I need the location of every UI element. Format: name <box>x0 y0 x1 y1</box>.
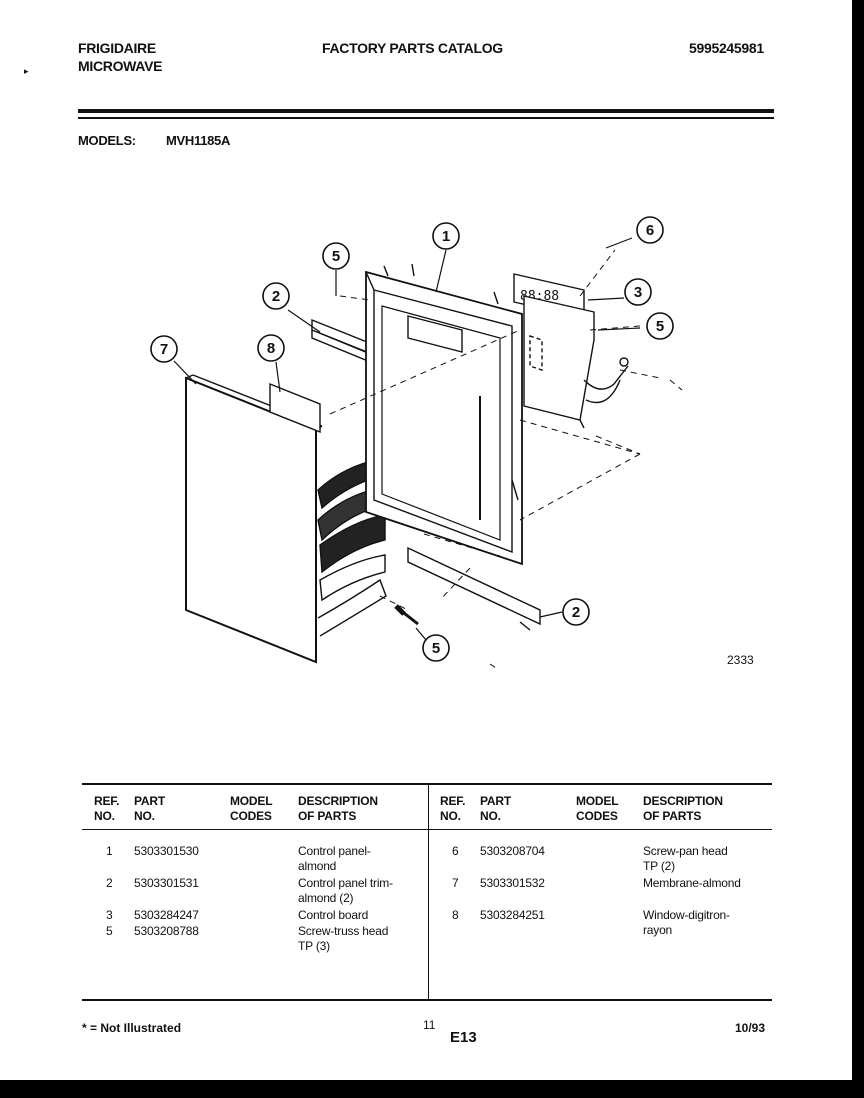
control-panel-frame-illustration <box>365 263 523 566</box>
col-ref-header-left: REF.NO. <box>94 794 120 823</box>
membrane-panel-illustration <box>185 374 387 664</box>
section-code: E13 <box>450 1029 477 1046</box>
left-row-2-desc: Control panel trim-almond (2) <box>298 876 393 905</box>
left-row-1-part: 5303301530 <box>134 844 199 858</box>
header-rule-thin <box>78 117 774 119</box>
screw-bottom-illustration <box>394 604 419 626</box>
models-value: MVH1185A <box>166 133 231 148</box>
header-rule-thick <box>78 109 774 113</box>
callout-label-5-right: 5 <box>656 318 664 335</box>
page-number: 11 <box>423 1018 436 1032</box>
callout-leaders <box>173 237 641 641</box>
control-board-illustration: 88:88 <box>513 273 629 429</box>
right-row-3-part: 5303284251 <box>480 908 545 922</box>
catalog-title: FACTORY PARTS CATALOG <box>322 40 503 56</box>
right-row-3-ref: 8 <box>452 908 459 922</box>
left-row-2-ref: 2 <box>106 876 113 890</box>
left-row-3-desc: Control board <box>298 908 369 922</box>
not-illustrated-note: * = Not Illustrated <box>82 1021 182 1035</box>
exploded-parts-diagram: 88:88 <box>150 216 683 669</box>
callout-label-1: 1 <box>442 228 450 245</box>
callout-label-2-top: 2 <box>272 288 280 305</box>
right-row-1-part: 5303208704 <box>480 844 545 858</box>
callout-label-8: 8 <box>267 340 275 357</box>
left-row-1-desc: Control panel-almond <box>298 844 371 873</box>
page-border-right <box>852 0 864 1098</box>
left-row-4-ref: 5 <box>106 924 113 938</box>
assembly-guide-lines <box>329 249 683 669</box>
left-row-1-ref: 1 <box>106 844 113 858</box>
right-row-3-desc: Window-digitron-rayon <box>643 908 730 937</box>
revision-date: 10/93 <box>735 1021 766 1035</box>
catalog-number: 5995245981 <box>689 40 764 56</box>
callout-label-2-bottom: 2 <box>572 604 580 621</box>
col-ref-header-right: REF.NO. <box>440 794 466 823</box>
left-row-2-part: 5303301531 <box>134 876 199 890</box>
right-row-2-desc: Membrane-almond <box>643 876 741 890</box>
left-row-3-ref: 3 <box>106 908 113 922</box>
brand-name: FRIGIDAIRE <box>78 40 156 56</box>
trim-strip-bottom-illustration <box>407 546 541 631</box>
diagram-svg: 88:88 <box>150 216 683 669</box>
left-row-3-part: 5303284247 <box>134 908 199 922</box>
left-row-4-part: 5303208788 <box>134 924 199 938</box>
right-row-2-ref: 7 <box>452 876 459 890</box>
callout-label-6: 6 <box>646 222 654 239</box>
table-bottom-rule <box>82 999 772 1001</box>
callout-circles <box>150 216 674 662</box>
table-center-divider <box>428 783 429 1001</box>
callout-label-5-bottom: 5 <box>432 640 440 657</box>
bullet-mark: ▸ <box>24 66 29 76</box>
window-digitron-illustration <box>269 382 321 434</box>
callout-label-3: 3 <box>634 284 642 301</box>
callout-label-5-top: 5 <box>332 248 340 265</box>
models-label: MODELS: <box>78 133 136 148</box>
product-type: MICROWAVE <box>78 58 163 74</box>
page-border-bottom <box>0 1080 864 1098</box>
figure-number: 2333 <box>727 653 754 667</box>
table-header-rule <box>82 829 772 830</box>
right-row-2-part: 5303301532 <box>480 876 545 890</box>
right-row-1-ref: 6 <box>452 844 459 858</box>
callout-label-7: 7 <box>160 341 168 358</box>
table-top-rule <box>82 783 772 785</box>
